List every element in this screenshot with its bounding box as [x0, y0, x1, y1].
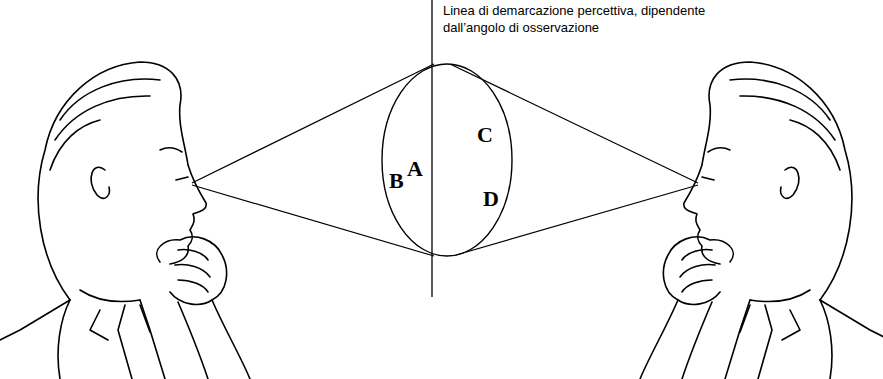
region-letter: D [483, 187, 499, 211]
ellipse-outline [381, 63, 513, 257]
observer-figure [0, 62, 250, 379]
demarcation-line [431, 0, 432, 297]
region-letter: A [407, 157, 423, 181]
observer-figure [640, 62, 883, 379]
perception-ellipse: AB C D [381, 63, 513, 257]
sight-line [456, 185, 698, 255]
sight-line [192, 64, 434, 183]
region-letter: C [477, 123, 493, 147]
annotation-text: Linea di demarcazione percettiva, dipend… [443, 2, 743, 36]
sight-line [450, 64, 698, 183]
sight-line [192, 185, 434, 256]
region-letter: B [389, 169, 404, 193]
ellipse-shape [382, 64, 512, 256]
